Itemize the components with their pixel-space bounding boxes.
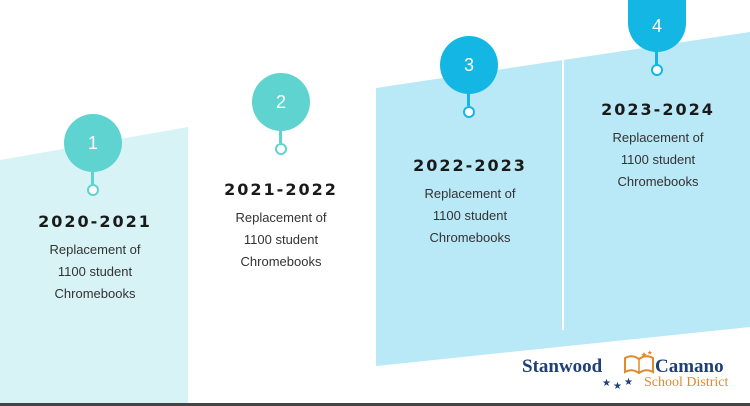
step-3-text: 2022-2023 Replacement of 1100 student Ch… <box>395 156 545 249</box>
step-3-description: Replacement of 1100 student Chromebooks <box>395 183 545 249</box>
step-1-number: 1 <box>87 132 98 153</box>
step-4-stem <box>655 50 658 66</box>
step-3-desc-line1: Replacement of <box>424 186 516 201</box>
step-1-dot <box>87 184 99 196</box>
step-3-circle: 3 <box>440 36 498 94</box>
step-1-marker: 1 <box>64 114 122 196</box>
step-3-number: 3 <box>463 54 474 75</box>
step-2-stem <box>279 129 282 143</box>
step-1-desc-line1: Replacement of <box>49 242 141 257</box>
step-2-description: Replacement of 1100 student Chromebooks <box>206 207 356 273</box>
step-3-stem <box>467 92 470 106</box>
step-3-year: 2022-2023 <box>413 156 527 175</box>
step-4-marker: 4 <box>628 0 686 80</box>
step-3-marker: 3 <box>440 36 498 120</box>
step-4-text: 2023-2024 Replacement of 1100 student Ch… <box>583 100 733 193</box>
step-4-description: Replacement of 1100 student Chromebooks <box>583 127 733 193</box>
bottom-border <box>0 403 750 406</box>
step-1-desc-line3: Chromebooks <box>54 286 136 301</box>
step-2-desc-line2: 1100 student <box>243 232 319 247</box>
step-4-desc-line2: 1100 student <box>620 152 696 167</box>
step-2-desc-line3: Chromebooks <box>240 254 322 269</box>
open-book-icon <box>624 350 654 375</box>
svg-text:★: ★ <box>613 381 622 390</box>
step-4-number: 4 <box>651 15 662 36</box>
svg-text:★: ★ <box>624 377 633 388</box>
stars-icon: ★ ★ ★ <box>602 377 633 390</box>
step-4-desc-line1: Replacement of <box>612 130 704 145</box>
svg-text:★: ★ <box>602 378 611 389</box>
district-logo: Stanwood Camano ★ ★ ★ School District <box>520 348 740 394</box>
step-4-year: 2023-2024 <box>601 100 715 119</box>
step-1-stem <box>91 170 94 186</box>
step-2-number: 2 <box>275 91 286 112</box>
step-3-desc-line3: Chromebooks <box>429 230 511 245</box>
step-1-text: 2020-2021 Replacement of 1100 student Ch… <box>20 212 170 305</box>
step-2-dot <box>275 143 287 155</box>
step-4-dot <box>651 64 663 76</box>
logo-word-camano: Camano <box>655 356 724 377</box>
step-2-desc-line1: Replacement of <box>235 210 327 225</box>
step-1-desc-line2: 1100 student <box>57 264 133 279</box>
logo-subtitle: School District <box>644 375 729 390</box>
step-2-text: 2021-2022 Replacement of 1100 student Ch… <box>206 180 356 273</box>
step-2-year: 2021-2022 <box>224 180 338 199</box>
step-3-desc-line2: 1100 student <box>432 208 508 223</box>
step-1-circle: 1 <box>64 114 122 172</box>
step-4-circle: 4 <box>628 0 686 52</box>
band-left <box>0 127 188 406</box>
step-3-dot <box>463 106 475 118</box>
step-1-description: Replacement of 1100 student Chromebooks <box>20 239 170 305</box>
logo-word-stanwood: Stanwood <box>522 356 603 377</box>
step-2-marker: 2 <box>252 73 310 157</box>
step-2-circle: 2 <box>252 73 310 131</box>
step-4-desc-line3: Chromebooks <box>617 174 699 189</box>
step-1-year: 2020-2021 <box>38 212 152 231</box>
